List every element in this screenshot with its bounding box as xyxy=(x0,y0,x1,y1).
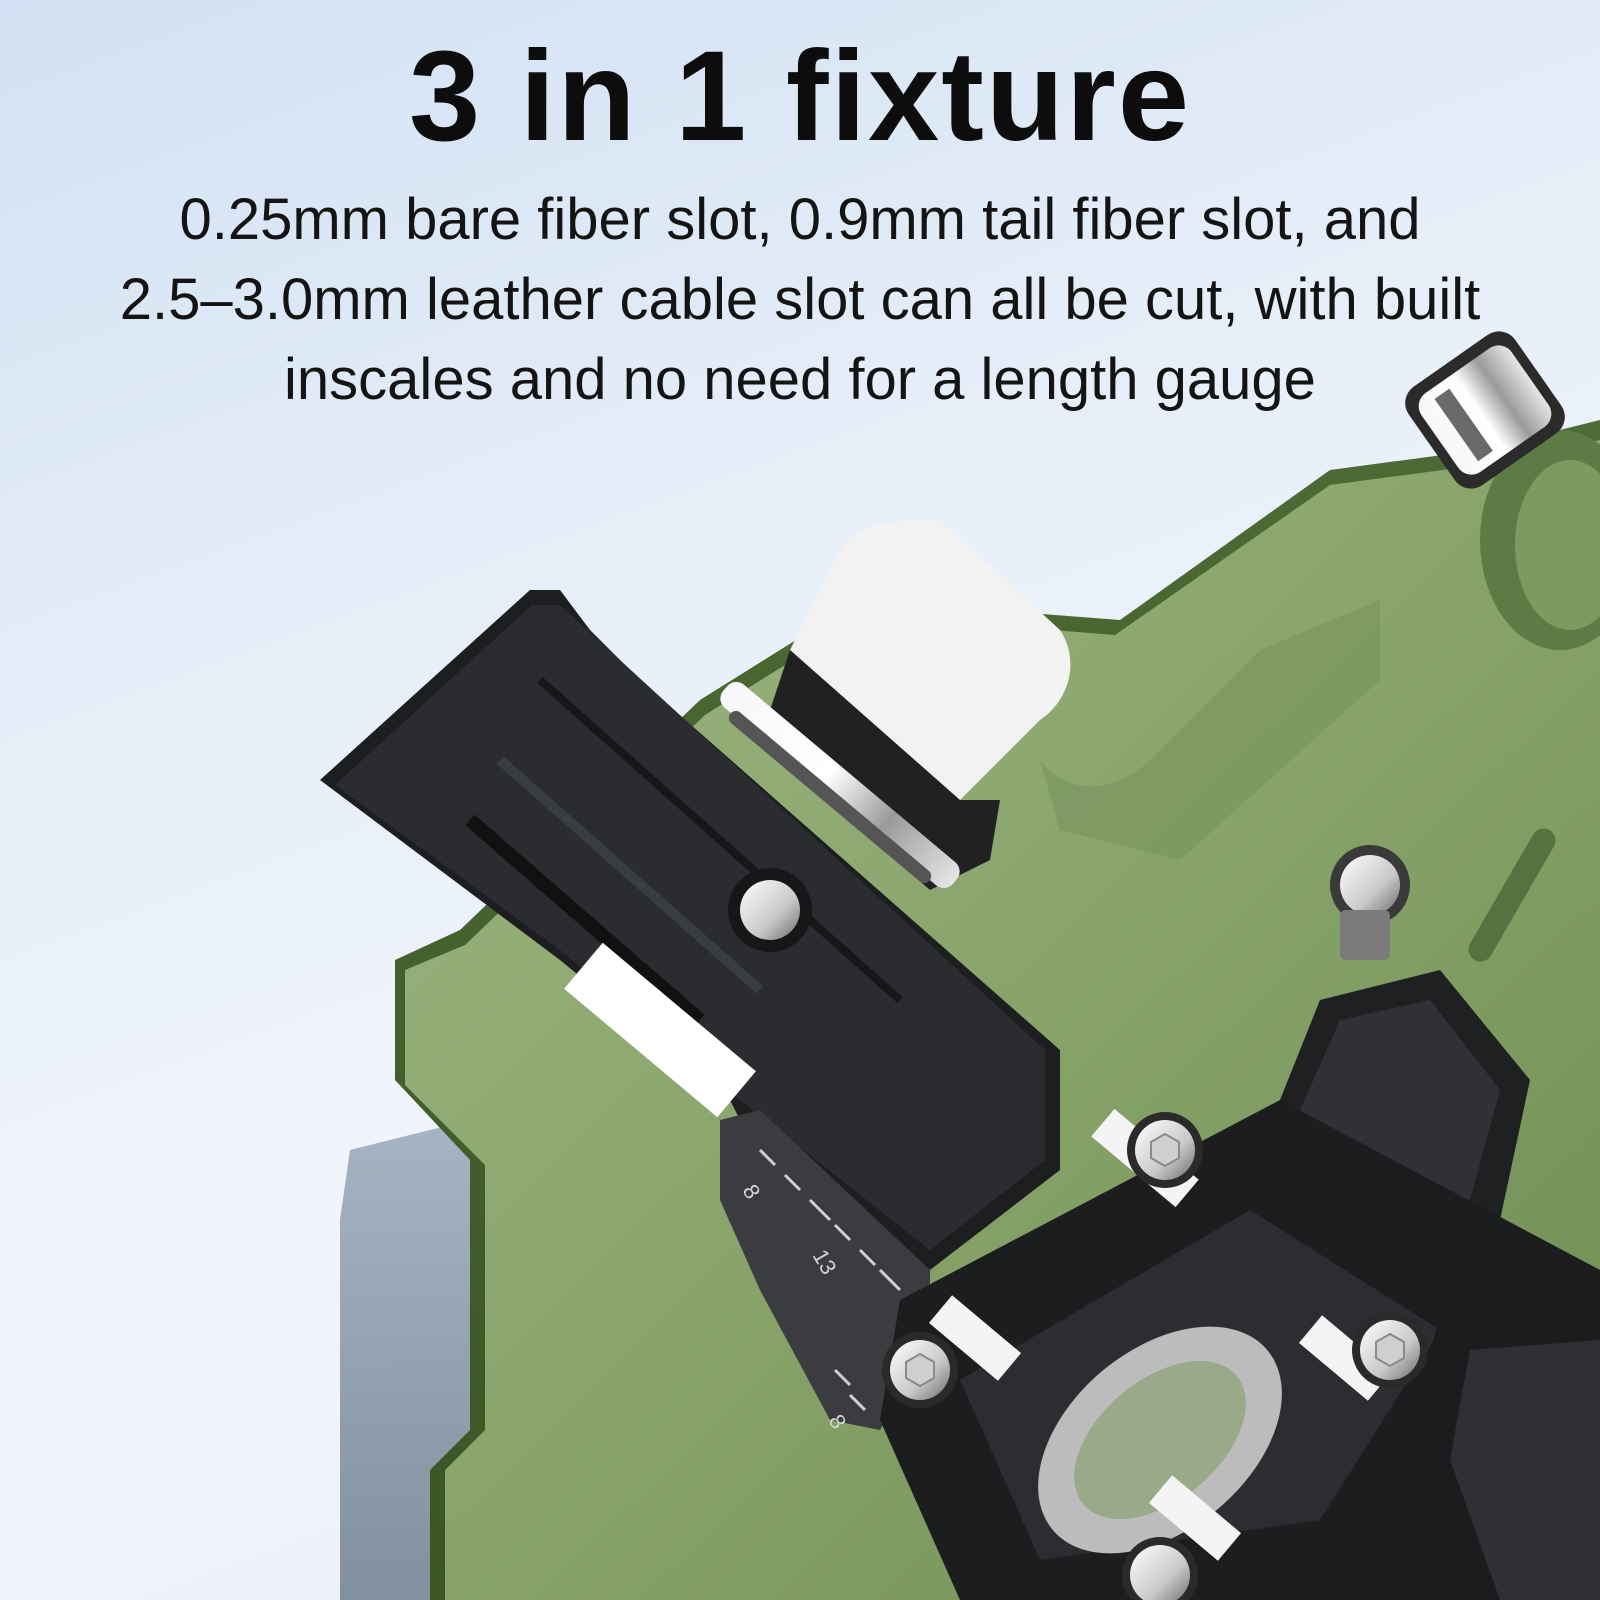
clamp-lever xyxy=(720,520,1071,952)
description-line-1: 0.25mm bare fiber slot, 0.9mm tail fiber… xyxy=(179,187,1421,252)
hex-bolt-icon xyxy=(1122,1537,1198,1600)
description-line-3: inscales and no need for a length gauge xyxy=(284,347,1316,412)
spring-screw-icon xyxy=(1330,845,1410,960)
hex-bolt-icons xyxy=(882,1112,1428,1600)
label-plate xyxy=(564,942,756,1118)
adjust-knob-icon xyxy=(1405,331,1565,489)
hex-bolt-icon xyxy=(1352,1312,1428,1388)
hex-bolt-icon xyxy=(1127,1112,1203,1188)
headline: 3 in 1 fixture xyxy=(409,25,1191,168)
feature-description: 0.25mm bare fiber slot, 0.9mm tail fiber… xyxy=(40,180,1560,420)
hex-bolt-icon xyxy=(882,1332,958,1408)
description-line-2: 2.5–3.0mm leather cable slot can all be … xyxy=(119,267,1481,332)
fiber-holder xyxy=(320,590,1060,1270)
blade-carriage xyxy=(880,970,1600,1600)
length-scale: 8 13 8 xyxy=(720,1110,930,1433)
